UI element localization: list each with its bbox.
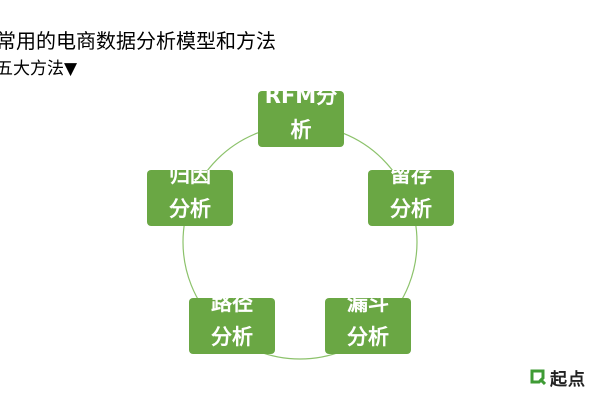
node-funnel-label: 漏斗 分析 <box>347 298 389 349</box>
node-rfm-label: RFM分 析 <box>264 91 338 142</box>
logo-text: 起点 <box>550 369 586 390</box>
node-attribution-label: 归因 分析 <box>169 170 211 221</box>
node-rfm-analysis: RFM分 析 <box>258 91 344 147</box>
node-path-analysis: 路径 分析 <box>189 298 275 354</box>
node-funnel-analysis: 漏斗 分析 <box>325 298 411 354</box>
node-path-label: 路径 分析 <box>211 298 253 349</box>
logo-mark-icon <box>530 369 546 385</box>
node-attribution-analysis: 归因 分析 <box>147 170 233 226</box>
node-retention-analysis: 留存 分析 <box>368 170 454 226</box>
page-title: 常用的电商数据分析模型和方法 <box>0 29 276 53</box>
node-retention-label: 留存 分析 <box>390 170 432 221</box>
brand-logo: 起点 <box>530 366 596 390</box>
section-subtitle: 五大方法▼ <box>0 59 78 79</box>
